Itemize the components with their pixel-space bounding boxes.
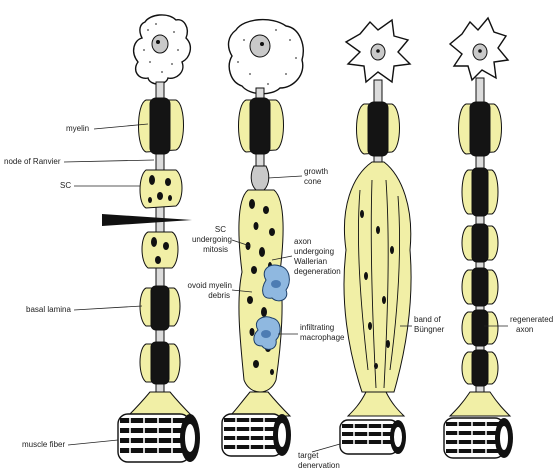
stage-3-bungner <box>340 20 411 454</box>
label-sc-mitosis-1: SC <box>215 225 226 234</box>
label-sc-mitosis-3: mitosis <box>203 245 228 254</box>
label-macrophage-2: macrophage <box>300 333 345 342</box>
growth-cone <box>251 166 269 190</box>
label-ovoid-2: debris <box>208 291 230 300</box>
label-macrophage-1: infiltrating <box>300 323 334 332</box>
label-wallerian-4: degeneration <box>294 267 341 276</box>
nucleus-1 <box>152 35 168 53</box>
stage-4-regenerated <box>444 18 513 458</box>
label-sc-mitosis-2: undergoing <box>192 235 232 244</box>
label-wallerian-3: Wallerian <box>294 257 327 266</box>
label-wallerian-1: axon <box>294 237 311 246</box>
label-regenerated-1: regenerated <box>510 315 553 324</box>
myelin-segments-1 <box>139 98 184 208</box>
label-node-of-ranvier: node of Ranvier <box>4 157 61 166</box>
remyelinated-segments <box>459 102 502 386</box>
neuron-soma-2 <box>229 20 304 94</box>
bungner-band <box>344 162 411 392</box>
transection-wedge <box>102 214 192 226</box>
muscle-fiber-1 <box>118 414 200 462</box>
macrophage-1 <box>263 265 290 301</box>
muscle-fiber-2 <box>222 414 291 456</box>
stage-2-degeneration <box>222 20 303 456</box>
nucleus-2 <box>250 35 270 57</box>
stage-1-intact-neuron <box>102 15 200 462</box>
muscle-fiber-3 <box>340 420 406 454</box>
label-bungner-2: Büngner <box>414 325 445 334</box>
muscle-fiber-4 <box>444 418 513 458</box>
macrophage-2 <box>254 317 280 350</box>
label-growth-cone-1: growth <box>304 167 328 176</box>
label-target-2: denervation <box>298 461 340 470</box>
label-muscle-fiber: muscle fiber <box>22 440 65 449</box>
distal-segments-1 <box>140 232 180 384</box>
label-sc: SC <box>60 181 71 190</box>
label-bungner-1: band of <box>414 315 441 324</box>
label-myelin: myelin <box>66 124 89 133</box>
label-wallerian-2: undergoing <box>294 247 334 256</box>
label-growth-cone-2: cone <box>304 177 322 186</box>
label-ovoid-1: ovoid myelin <box>188 281 232 290</box>
label-regenerated-2: axon <box>516 325 533 334</box>
label-basal-lamina: basal lamina <box>26 305 71 314</box>
label-target-1: target <box>298 451 319 460</box>
